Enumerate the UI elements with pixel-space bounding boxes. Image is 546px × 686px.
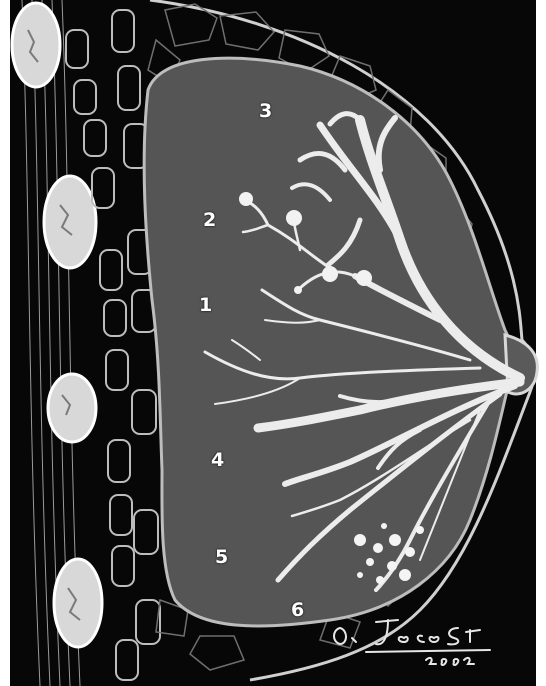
left-margin: [0, 0, 10, 686]
region-label-1: 1: [199, 294, 212, 316]
region-label-3: 3: [259, 100, 272, 122]
right-margin: [536, 0, 546, 686]
region-label-5: 5: [215, 546, 228, 568]
region-label-2: 2: [203, 209, 216, 231]
artist-signature: [318, 608, 518, 672]
region-label-6: 6: [291, 599, 304, 621]
region-label-4: 4: [211, 449, 224, 471]
